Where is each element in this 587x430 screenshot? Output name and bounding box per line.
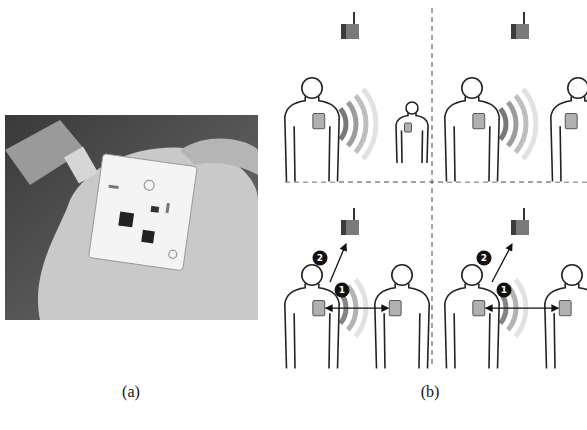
base-station [511,208,529,235]
callout-badge [335,283,350,298]
person [375,265,429,369]
photo [5,115,258,320]
callout-number: 2 [317,254,323,263]
link-arrow [486,307,558,308]
callout-badge [477,251,492,266]
person [285,78,339,182]
panel-label: (a) [122,383,140,401]
person [445,78,499,182]
person [545,265,587,369]
person [445,265,499,369]
divider [432,8,433,365]
callout-number: 1 [501,286,507,295]
base-station [341,12,359,39]
callout-badge [497,283,512,298]
base-station [511,12,529,39]
link-arrow [326,307,388,308]
base-station [341,208,359,235]
person [551,78,587,182]
callout-badge [313,251,328,266]
link-arrow [330,244,346,282]
callout-number: 1 [339,286,345,295]
panel-label: (b) [421,383,440,401]
divider [285,182,587,183]
person [396,102,428,163]
link-arrow [492,244,512,282]
callout-number: 2 [481,254,487,263]
